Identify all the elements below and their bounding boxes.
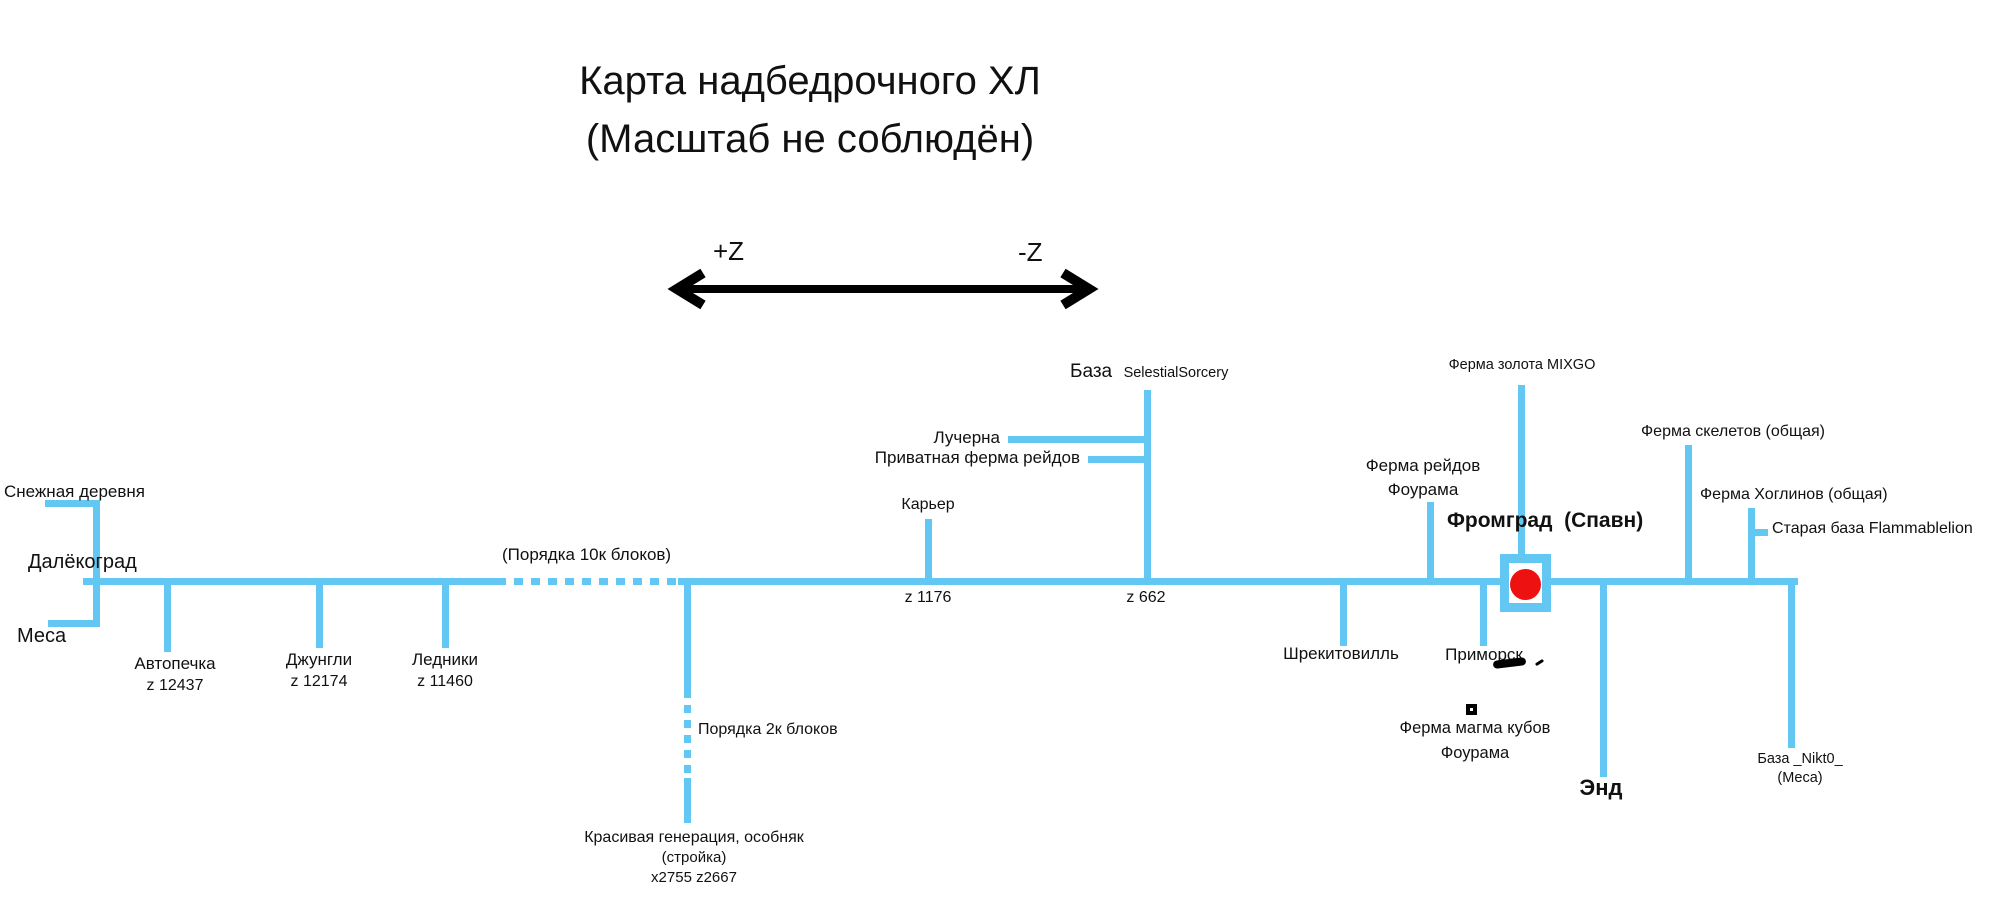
location-label-lucherna: Лучерна bbox=[933, 428, 1000, 447]
z-axis-arrow bbox=[667, 268, 1099, 310]
branch-lucherna-line bbox=[1008, 436, 1151, 443]
branch-mansion-solid-lower bbox=[684, 778, 691, 823]
location-label-the-end: Энд bbox=[1579, 775, 1623, 800]
location-coord-glaciers: z 11460 bbox=[417, 673, 473, 690]
location-owner-raid-farm-fourama: Фоурама bbox=[1387, 480, 1459, 499]
tick-jungle bbox=[316, 582, 323, 648]
spawn-marker-box bbox=[1500, 554, 1551, 612]
location-coord-mansion: x2755 z2667 bbox=[651, 869, 737, 886]
plus-z-label: +Z bbox=[713, 236, 745, 266]
location-label-skeleton-farm: Ферма скелетов (общая) bbox=[1641, 423, 1825, 440]
location-label-shrekitoville: Шрекитовилль bbox=[1283, 644, 1399, 663]
branch-selestial-base bbox=[1144, 390, 1151, 582]
selestial-base-word: База bbox=[1070, 361, 1113, 382]
magma-cube-icon-dot bbox=[1470, 708, 1473, 711]
branch-nikt0-base bbox=[1788, 580, 1795, 748]
map-title: Карта надбедрочного ХЛ (Масштаб не соблю… bbox=[460, 52, 1160, 168]
location-owner-magma-cube-farm: Фоурама bbox=[1440, 744, 1510, 762]
bracket-mesa-line bbox=[48, 620, 100, 627]
location-label-nikt0-base: База _Nikt0_ bbox=[1757, 751, 1843, 767]
distance-note-2k: Порядка 2к блоков bbox=[698, 721, 838, 738]
minus-z-label: -Z bbox=[1018, 237, 1043, 267]
location-label-mansion: Красивая генерация, особняк bbox=[584, 829, 804, 846]
location-label-hoglin-farm: Ферма Хоглинов (общая) bbox=[1700, 486, 1888, 503]
main-line-segment-west bbox=[83, 578, 497, 585]
tick-glaciers bbox=[442, 582, 449, 648]
main-line-dashed-gap-10k bbox=[497, 578, 678, 585]
location-label-primorsk: Приморск bbox=[1445, 645, 1523, 664]
location-label-avtopechka: Автопечка bbox=[134, 654, 216, 673]
tick-hoglin-farm bbox=[1748, 508, 1755, 582]
tick-skeleton-farm bbox=[1685, 445, 1692, 582]
tick-primorsk bbox=[1480, 582, 1487, 646]
map-title-line2: (Масштаб не соблюдён) bbox=[585, 117, 1035, 161]
location-label-raid-farm-fourama: Ферма рейдов bbox=[1365, 456, 1481, 475]
branch-mansion-solid-upper bbox=[684, 582, 691, 690]
location-note-mansion: (стройка) bbox=[661, 849, 727, 866]
selestial-base-owner: SelestialSorcery bbox=[1123, 365, 1229, 381]
location-label-magma-cube-farm: Ферма магма кубов bbox=[1399, 719, 1551, 737]
magma-cube-icon bbox=[1466, 704, 1477, 715]
main-line-segment-east bbox=[678, 578, 1798, 585]
spawn-marker-dot bbox=[1510, 569, 1541, 600]
stub-old-base-flammablelion bbox=[1748, 529, 1768, 536]
bracket-snow-village-line bbox=[45, 500, 100, 507]
location-label-gold-farm-mixgo: Ферма золота MIXGO bbox=[1448, 357, 1596, 373]
location-label-selestial-base: База SelestialSorcery bbox=[1070, 361, 1228, 383]
tick-raid-farm-fourama bbox=[1427, 502, 1434, 582]
location-label-mesa: Меса bbox=[17, 625, 67, 647]
location-coord-quarry: z 1176 bbox=[904, 589, 952, 606]
location-coord-avtopechka: z 12437 bbox=[146, 677, 204, 694]
location-label-jungle: Джунгли bbox=[285, 650, 353, 669]
map-title-line1: Карта надбедрочного ХЛ bbox=[579, 59, 1041, 103]
location-coord-jungle: z 12174 bbox=[290, 673, 348, 690]
location-note-nikt0-base: (Меса) bbox=[1777, 770, 1823, 786]
branch-mansion-dashed-gap-2k bbox=[684, 690, 691, 778]
distance-note-10k: (Порядка 10к блоков) bbox=[502, 545, 672, 564]
location-label-private-raid-farm: Приватная ферма рейдов bbox=[874, 448, 1080, 467]
bracket-vertical-line bbox=[93, 500, 100, 627]
tick-shrekitoville bbox=[1340, 582, 1347, 646]
tick-avtopechka bbox=[164, 582, 171, 652]
branch-the-end bbox=[1600, 580, 1607, 777]
location-coord-selestial-base: z 662 bbox=[1126, 589, 1166, 606]
location-label-old-base-flammablelion: Старая база Flammablelion bbox=[1772, 520, 1973, 537]
location-label-fromgrad-spawn: Фромград (Спавн) bbox=[1447, 509, 1644, 532]
tick-quarry bbox=[925, 519, 932, 582]
branch-gold-farm-mixgo bbox=[1518, 385, 1525, 554]
location-label-glaciers: Ледники bbox=[412, 650, 478, 669]
branch-private-raid-farm-line bbox=[1088, 456, 1151, 463]
location-label-dalekograd: Далёкоград bbox=[28, 551, 137, 573]
location-label-snow-village: Снежная деревня bbox=[4, 482, 145, 501]
location-label-quarry: Карьер bbox=[901, 496, 955, 513]
